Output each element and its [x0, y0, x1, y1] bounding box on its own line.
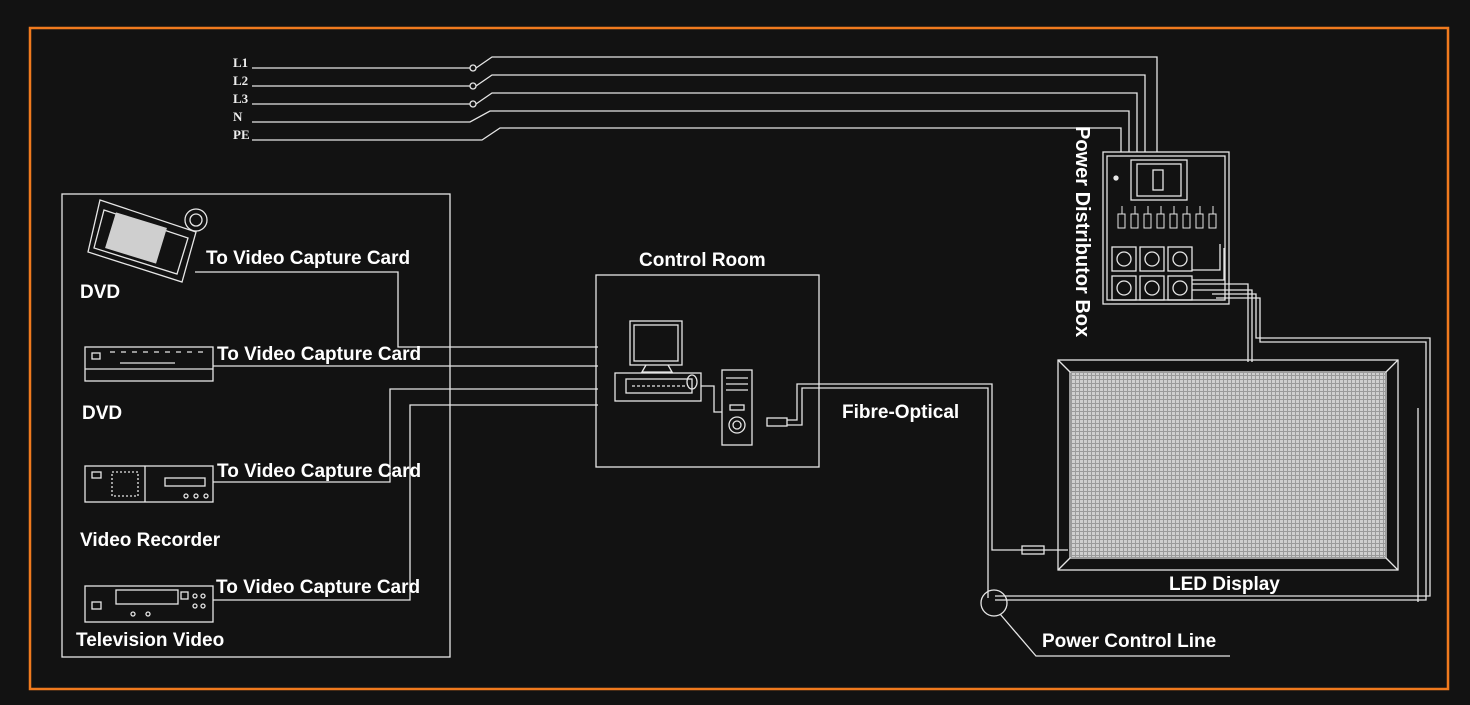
led-screen-grid [1071, 373, 1385, 557]
phase-line-l3 [252, 92, 1138, 152]
source-4-connection-label: To Video Capture Card [216, 577, 421, 598]
phase-label-n: N [233, 109, 243, 124]
source-1-connection-label: To Video Capture Card [206, 248, 411, 269]
source-4-device-label: Television Video [76, 630, 225, 651]
source-2-device-label: DVD [82, 403, 123, 424]
source-2-connection-label: To Video Capture Card [217, 344, 422, 365]
power-distributor-box-label: Power Distributor Box [1071, 126, 1093, 338]
phase-label-l2: L2 [233, 73, 249, 88]
source-3-device-label: Video Recorder [80, 530, 221, 551]
capture-cables [195, 271, 598, 601]
phase-line-l1 [252, 56, 1158, 152]
power-control-line-label: Power Control Line [1042, 631, 1217, 652]
led-display-icon [1057, 359, 1399, 571]
source-3-connection-label: To Video Capture Card [217, 461, 422, 482]
switch-l1 [469, 64, 477, 72]
phase-label-pe: PE [233, 127, 250, 142]
dvd-device-2-icon [84, 346, 214, 382]
phase-line-l2 [252, 74, 1146, 152]
phase-label-l1: L1 [233, 55, 249, 70]
switch-l3 [469, 100, 477, 108]
fibre-optical-lines [787, 383, 1068, 598]
sources-box [61, 193, 451, 658]
cable-1 [195, 271, 598, 348]
control-room-label: Control Room [639, 250, 766, 271]
video-recorder-icon [84, 465, 214, 503]
computer-icon [614, 320, 788, 446]
phase-label-l3: L3 [233, 91, 249, 106]
power-control-leader [999, 613, 1230, 657]
phase-line-n [252, 110, 1130, 152]
led-display-label: LED Display [1169, 574, 1280, 595]
television-video-icon [84, 585, 214, 623]
dvd-device-1-icon [87, 199, 208, 283]
phase-line-pe [252, 127, 1122, 152]
outer-frame [28, 26, 1450, 691]
switch-l2 [469, 82, 477, 90]
power-distributor-box-icon [1102, 151, 1230, 305]
power-control-junction [980, 589, 1008, 617]
control-room-box [595, 274, 820, 468]
cable-4 [213, 404, 598, 601]
phase-lines [252, 56, 1158, 152]
source-1-device-label: DVD [80, 282, 121, 303]
cable-3 [213, 388, 598, 483]
fibre-optical-label: Fibre-Optical [842, 402, 960, 423]
power-feed-lines [995, 283, 1431, 602]
